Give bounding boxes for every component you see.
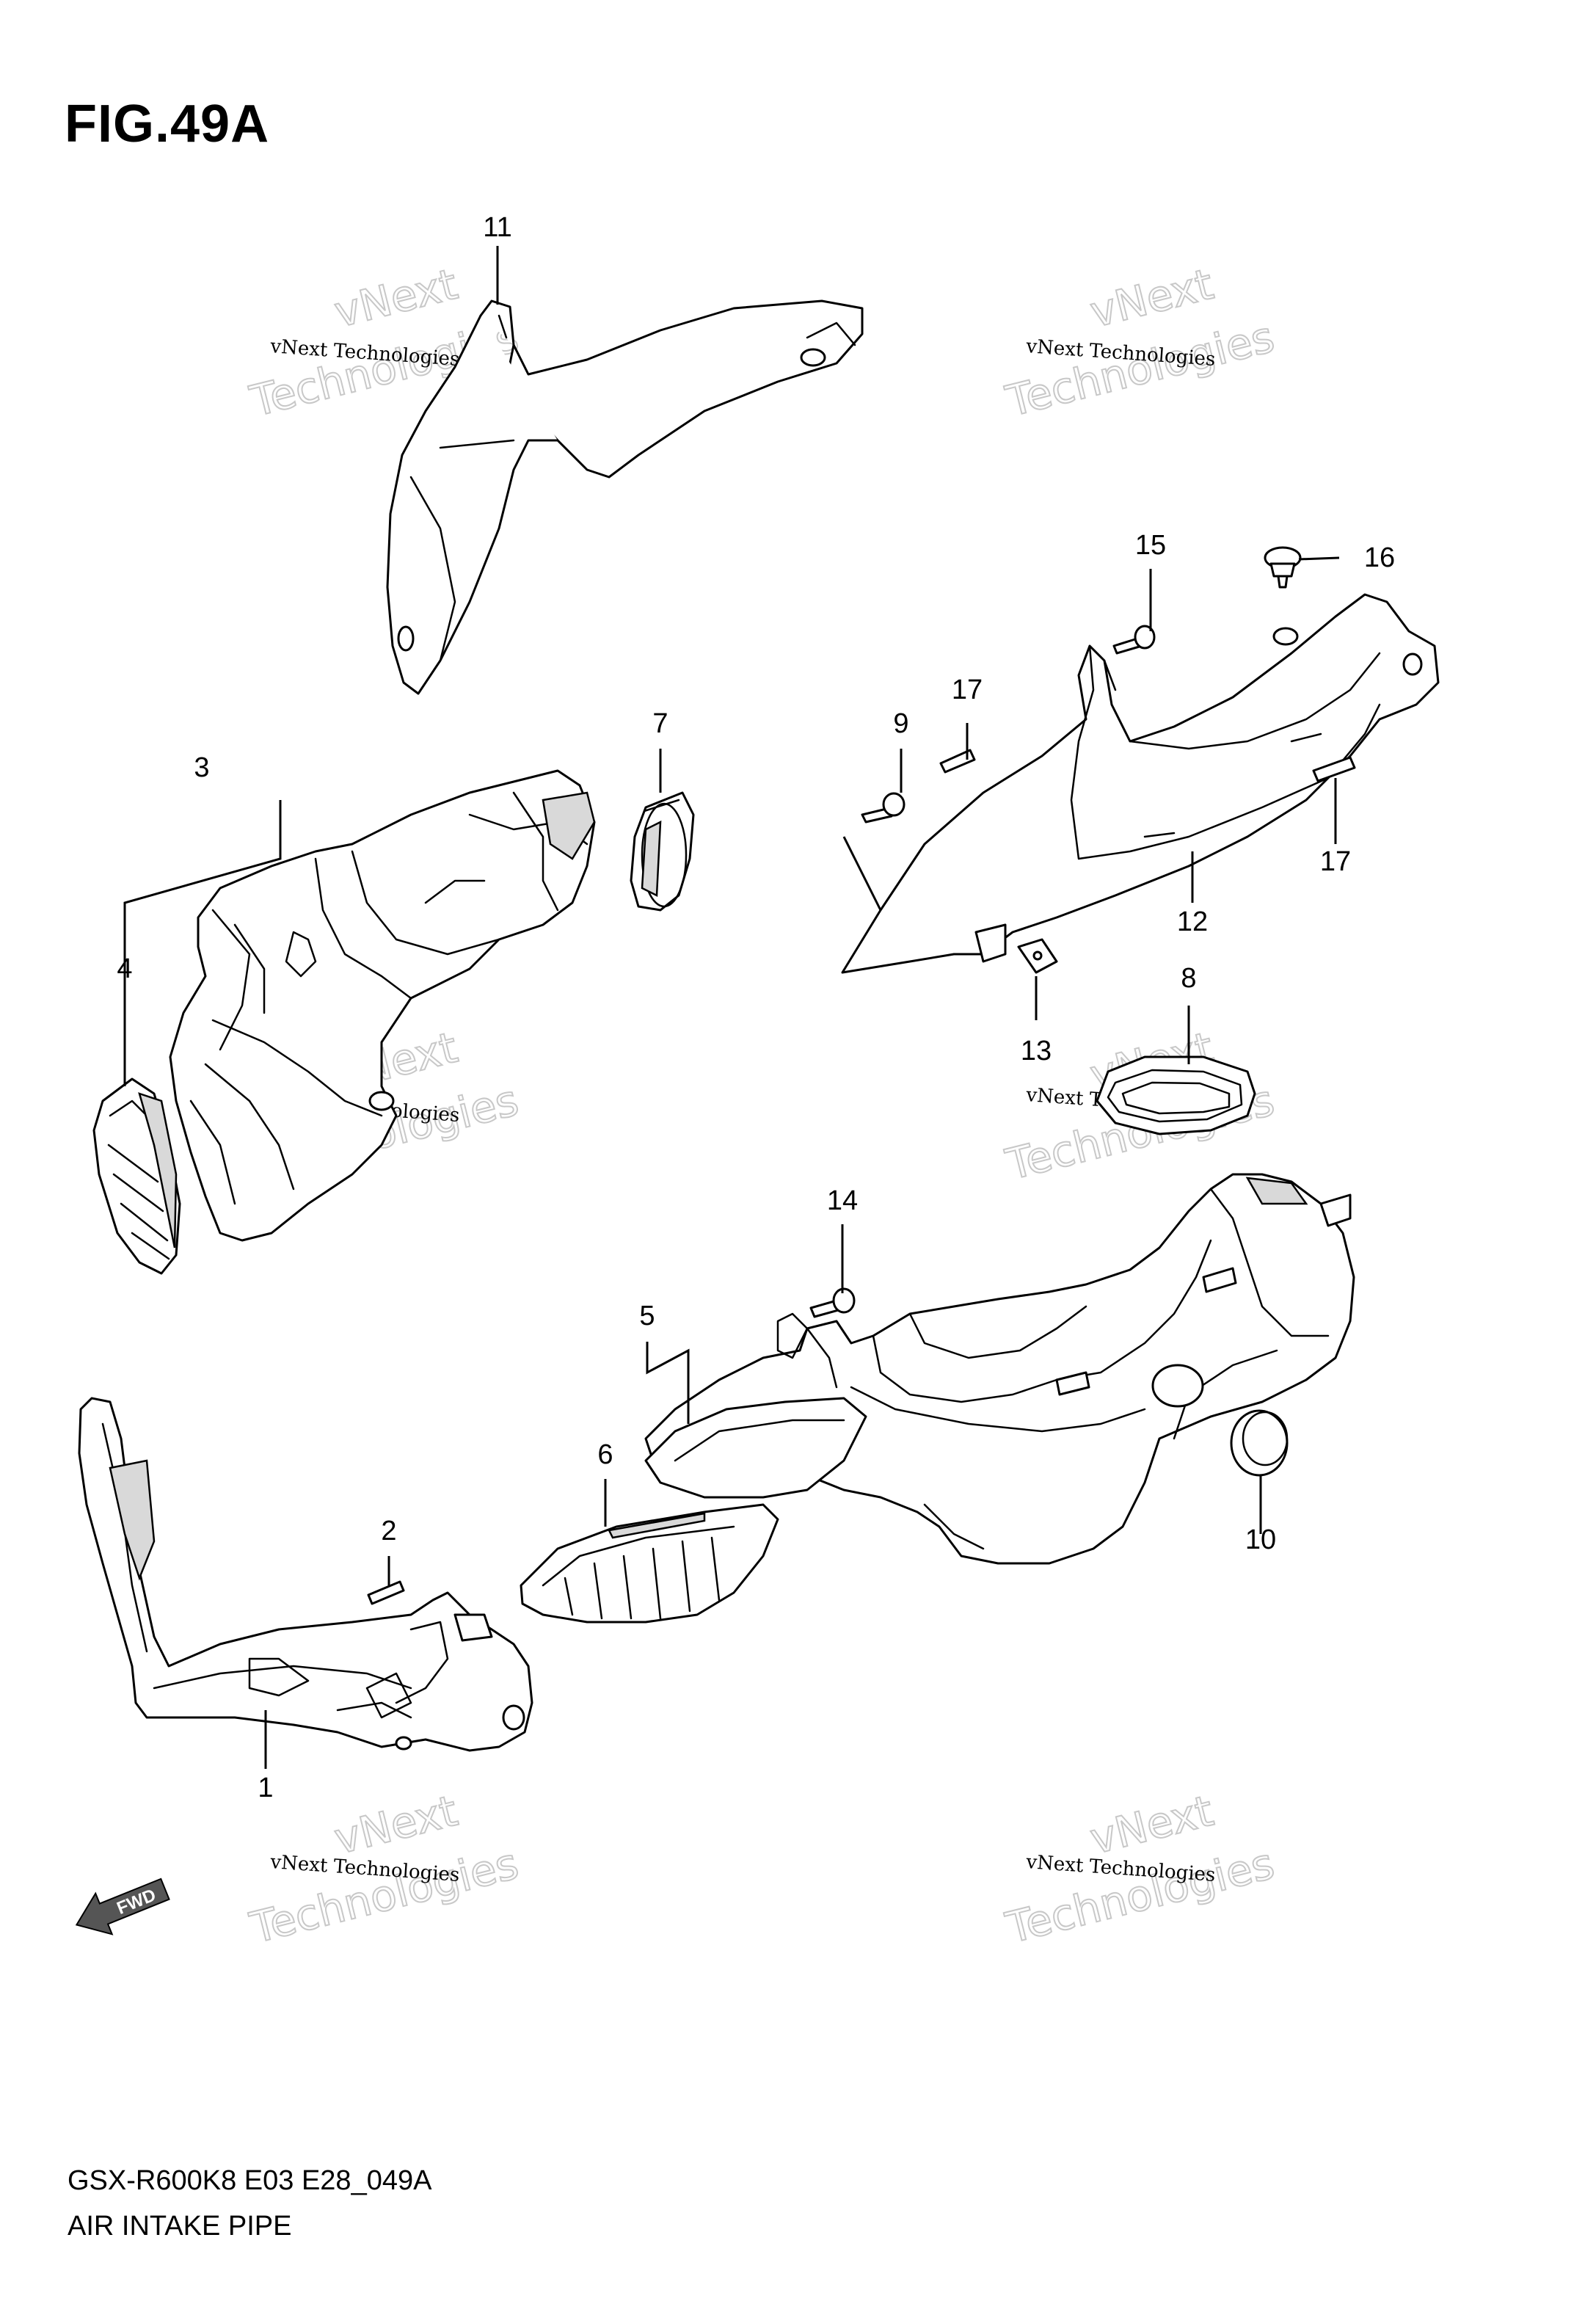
part-8-seal	[1096, 1055, 1256, 1135]
part-3-duct	[169, 769, 596, 1242]
part-15-screw	[1112, 625, 1156, 655]
part-12-side-panel	[841, 593, 1440, 974]
part-1-frame	[78, 1397, 533, 1752]
part-7-grommet	[630, 791, 695, 912]
model-code: GSX-R600K8 E03 E28_049A	[68, 2165, 432, 2196]
callout-12: 12	[1177, 906, 1208, 937]
svg-text:vNext: vNext	[1085, 259, 1218, 338]
part-17-label-right	[1312, 756, 1356, 782]
part-9-screw	[861, 792, 906, 824]
callout-10: 10	[1245, 1524, 1276, 1555]
svg-text:vNext: vNext	[329, 259, 462, 338]
leader-lines	[123, 246, 1340, 1769]
callout-11: 11	[483, 212, 511, 243]
callout-7: 7	[652, 708, 668, 739]
callout-6: 6	[597, 1439, 613, 1470]
callout-4: 4	[117, 953, 132, 984]
part-17-label-left	[939, 749, 976, 774]
part-11-cover	[386, 299, 864, 695]
part-16-clip	[1264, 546, 1302, 589]
part-5-intake-mouth	[644, 1397, 867, 1499]
callout-14: 14	[827, 1185, 858, 1216]
callout-16: 16	[1364, 542, 1395, 573]
callout-17-top: 17	[952, 675, 983, 705]
figure-name: AIR INTAKE PIPE	[68, 2211, 292, 2242]
figure-title: FIG.49A	[65, 95, 270, 153]
fwd-arrow-icon: FWD	[75, 1877, 170, 1935]
part-10-cap	[1230, 1409, 1289, 1477]
callout-5: 5	[639, 1301, 655, 1331]
callout-2: 2	[381, 1516, 396, 1546]
part-13-nut	[1017, 938, 1058, 974]
part-6-screen	[520, 1503, 779, 1624]
part-4-screen	[92, 1077, 181, 1275]
callout-15: 15	[1135, 530, 1166, 561]
callout-1: 1	[258, 1773, 273, 1803]
callout-13: 13	[1021, 1036, 1052, 1066]
part-2-label	[367, 1580, 405, 1605]
svg-text:Technologies: Technologies	[1001, 312, 1279, 426]
callout-3: 3	[194, 752, 209, 783]
callout-17-right: 17	[1320, 846, 1351, 877]
svg-text:vNext: vNext	[1085, 1786, 1218, 1864]
part-14-screw	[809, 1287, 856, 1318]
callout-9: 9	[893, 708, 908, 739]
svg-text:vNext: vNext	[329, 1786, 462, 1864]
callout-8: 8	[1181, 963, 1196, 994]
